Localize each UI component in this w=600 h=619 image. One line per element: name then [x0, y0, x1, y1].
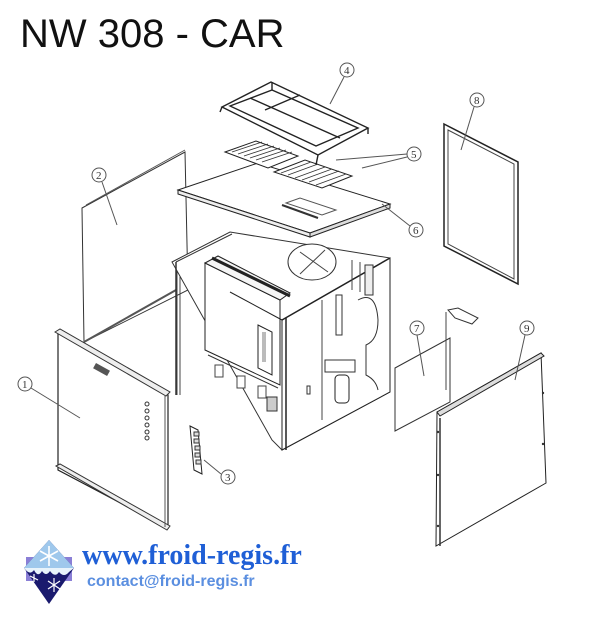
website-link[interactable]: www.froid-regis.fr — [82, 540, 302, 571]
svg-text:2: 2 — [96, 170, 102, 182]
callout-5: 5 — [335, 146, 422, 169]
callout-9: 9 — [514, 320, 535, 381]
callout-6: 6 — [381, 203, 424, 238]
top-grilles — [223, 140, 354, 189]
svg-text:1: 1 — [22, 379, 28, 391]
svg-text:6: 6 — [413, 225, 419, 237]
callout-7: 7 — [409, 320, 425, 377]
callout-2: 2 — [91, 167, 118, 226]
svg-text:5: 5 — [411, 149, 417, 161]
main-cabinet — [171, 231, 391, 451]
control-keypad — [189, 425, 203, 475]
page-title: NW 308 - CAR — [20, 12, 285, 56]
right-side-panel — [435, 352, 547, 547]
rear-panel — [443, 122, 519, 286]
top-frame — [219, 81, 370, 166]
snowflake-logo-icon — [24, 540, 74, 604]
contact-email-link[interactable]: contact@froid-regis.fr — [87, 573, 255, 590]
callout-1: 1 — [17, 376, 81, 419]
svg-text:9: 9 — [524, 323, 530, 335]
svg-text:7: 7 — [414, 323, 420, 335]
callout-3: 3 — [203, 459, 236, 485]
top-cover — [176, 162, 392, 238]
callout-4: 4 — [329, 62, 355, 105]
svg-text:4: 4 — [344, 65, 350, 77]
inner-side-panel — [394, 307, 479, 432]
svg-text:8: 8 — [474, 95, 480, 107]
callout-8: 8 — [460, 92, 485, 151]
front-door-panel — [54, 328, 171, 531]
svg-text:3: 3 — [225, 472, 231, 484]
